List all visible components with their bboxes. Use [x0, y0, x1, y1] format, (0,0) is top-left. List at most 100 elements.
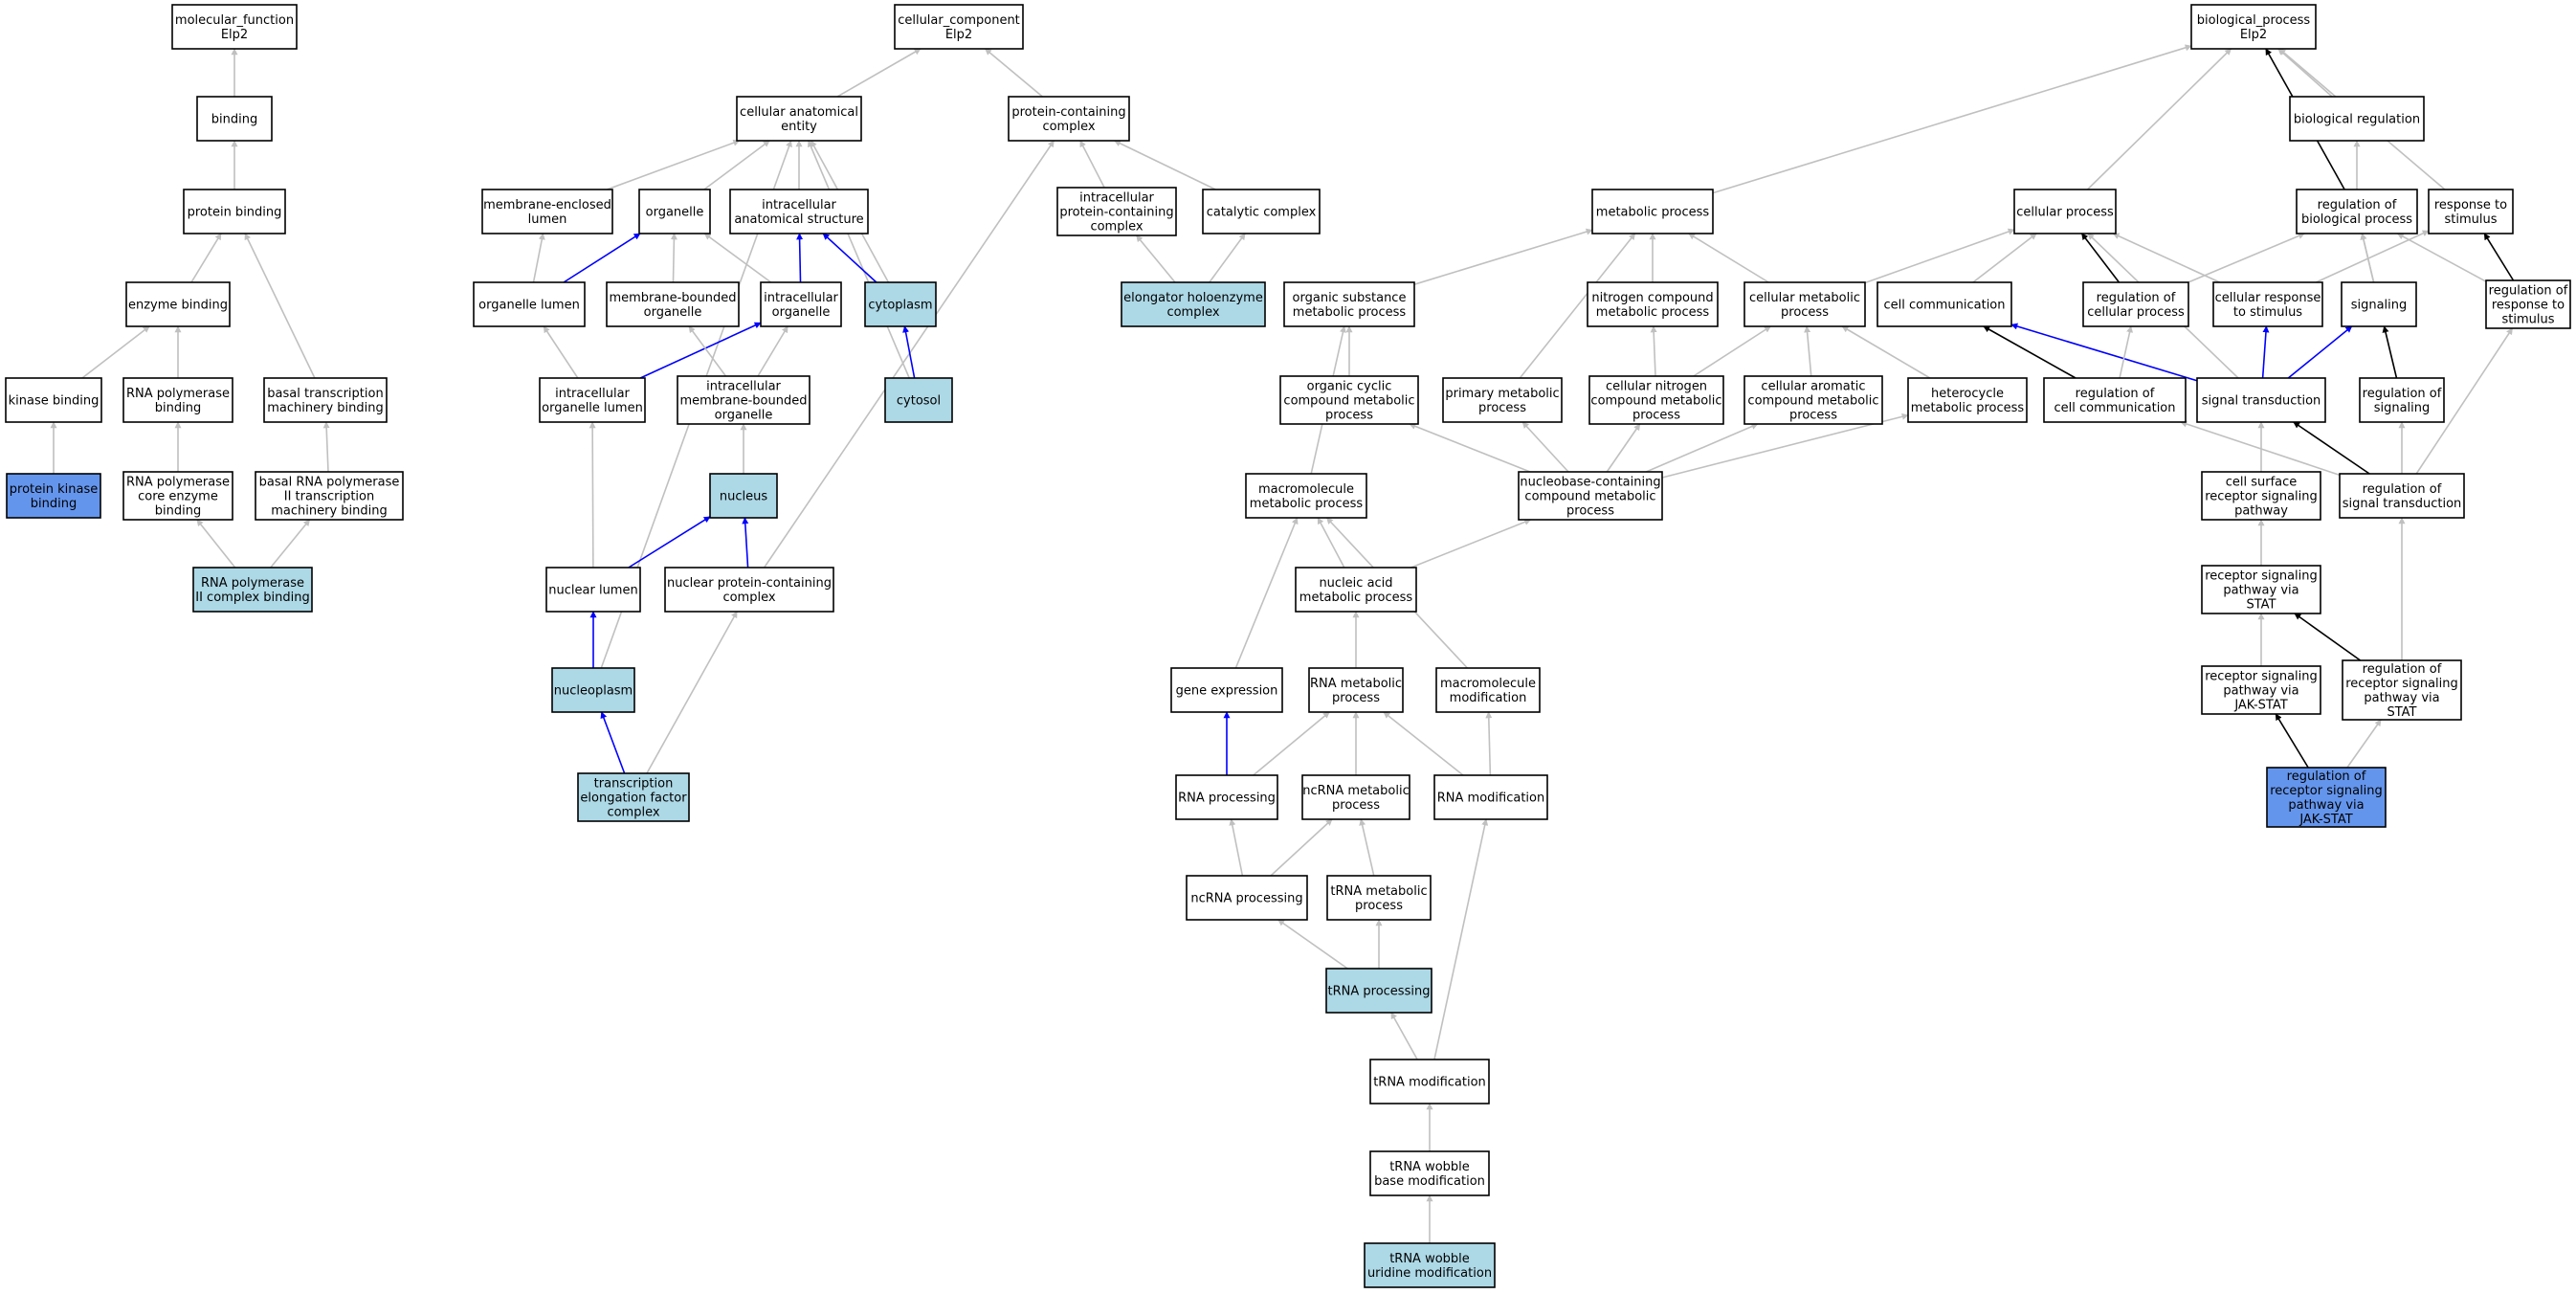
- term-label-line: complex: [607, 806, 659, 820]
- term-label-line: macromolecule: [1440, 677, 1536, 691]
- term-box: [2212, 281, 2323, 327]
- edge-is-a-ncrna-proc-to-ncrna-mp: [1270, 818, 1333, 877]
- term-node-binding: binding: [196, 96, 273, 142]
- edge-is-a-cytosol-to-cae: [808, 140, 910, 379]
- term-label-line: biological_process: [2197, 13, 2311, 28]
- term-label-line: elongator holoenzyme: [1123, 291, 1263, 305]
- edge-is-a-nbcmp-to-occmp: [1409, 423, 1531, 473]
- term-label-line: core enzyme: [138, 490, 218, 504]
- term-box: [1175, 774, 1278, 820]
- term-box: [1056, 187, 1177, 236]
- term-label-line: RNA metabolic: [1310, 677, 1402, 691]
- term-node-nucleus: nucleus: [709, 473, 778, 519]
- term-box: [5, 377, 102, 423]
- term-label: cellular process: [2016, 206, 2114, 220]
- edge-is-a-osmp-to-metabolic: [1413, 228, 1593, 285]
- term-label-line: base modification: [1374, 1174, 1485, 1189]
- edge-is-a-imbo-to-intra-org: [757, 325, 788, 377]
- term-label-line: JAK-STAT: [2298, 813, 2352, 827]
- edge-part-of-sig-trans-to-signaling: [2287, 325, 2353, 379]
- term-box: [1325, 968, 1432, 1014]
- term-label: cytosol: [897, 394, 941, 409]
- term-label-line: JAK-STAT: [2233, 699, 2287, 713]
- term-node-signaling: signaling: [2341, 281, 2417, 327]
- edge-is-a-namp-to-mmp: [1317, 517, 1345, 569]
- edge-is-a-trna-proc-to-ncrna-proc: [1277, 919, 1348, 970]
- term-node-enzyme-binding: enzyme binding: [125, 281, 231, 327]
- term-label-line: process: [1789, 409, 1837, 423]
- edge-regulates-reg-cell-proc-to-cellular-proc: [2080, 233, 2121, 283]
- term-box: [2196, 377, 2326, 423]
- term-node-gene-exp: gene expression: [1170, 667, 1283, 713]
- edge-part-of-sig-trans-to-cell-comm: [2010, 323, 2198, 382]
- term-label-line: catalytic complex: [1207, 206, 1317, 220]
- term-box: [122, 377, 233, 423]
- term-label-line: pathway via: [2223, 584, 2298, 598]
- edge-is-a-cell-resp-to-cellular-proc: [2112, 233, 2221, 283]
- term-box: [1907, 377, 2028, 423]
- term-label-line: organelle lumen: [478, 299, 580, 313]
- term-box: [2339, 473, 2465, 519]
- term-label-line: organic cyclic: [1307, 380, 1392, 394]
- term-label-line: regulation of: [2318, 198, 2397, 212]
- term-label-line: regulation of: [2363, 387, 2442, 401]
- term-label-line: regulation of: [2287, 770, 2366, 784]
- term-label-line: cytosol: [897, 394, 941, 409]
- edge-is-a-npcc-to-pcc: [763, 140, 1055, 569]
- edge-is-a-iol-to-org-lumen: [543, 325, 579, 379]
- term-label-line: intracellular: [555, 387, 630, 401]
- term-box: [2201, 471, 2321, 521]
- term-box: [183, 189, 286, 234]
- term-label-line: nuclear protein-containing: [667, 576, 832, 591]
- term-label: binding: [211, 113, 257, 127]
- edge-is-a-basal-tx-to-protein-binding: [244, 233, 316, 379]
- edge-part-of-intra-org-to-ias: [796, 233, 804, 283]
- edge-is-a-mel-to-cae: [607, 139, 741, 190]
- term-box: [1279, 375, 1419, 425]
- term-box: [545, 567, 641, 613]
- edge-is-a-reg-resp-to-reg-bio: [2396, 233, 2487, 282]
- edge-is-a-intra-org-to-organelle: [703, 233, 772, 283]
- term-node-kinase-binding: kinase binding: [5, 377, 102, 423]
- term-box: [577, 772, 690, 822]
- term-label-line: biological regulation: [2294, 113, 2420, 127]
- term-label: organelle lumen: [478, 299, 580, 313]
- term-label-line: cellular process: [2087, 305, 2185, 320]
- term-label: biological regulation: [2294, 113, 2420, 127]
- term-label-line: metabolic process: [1293, 305, 1407, 320]
- term-label-line: membrane-enclosed: [483, 198, 611, 212]
- term-box: [2201, 565, 2321, 614]
- edge-is-a-elongator-to-ipcc: [1136, 234, 1176, 283]
- term-label-line: regulation of: [2363, 482, 2442, 497]
- term-node-nucleoplasm: nucleoplasm: [551, 667, 635, 713]
- edge-is-a-elongator-to-catalytic: [1209, 233, 1246, 283]
- term-box: [1433, 774, 1548, 820]
